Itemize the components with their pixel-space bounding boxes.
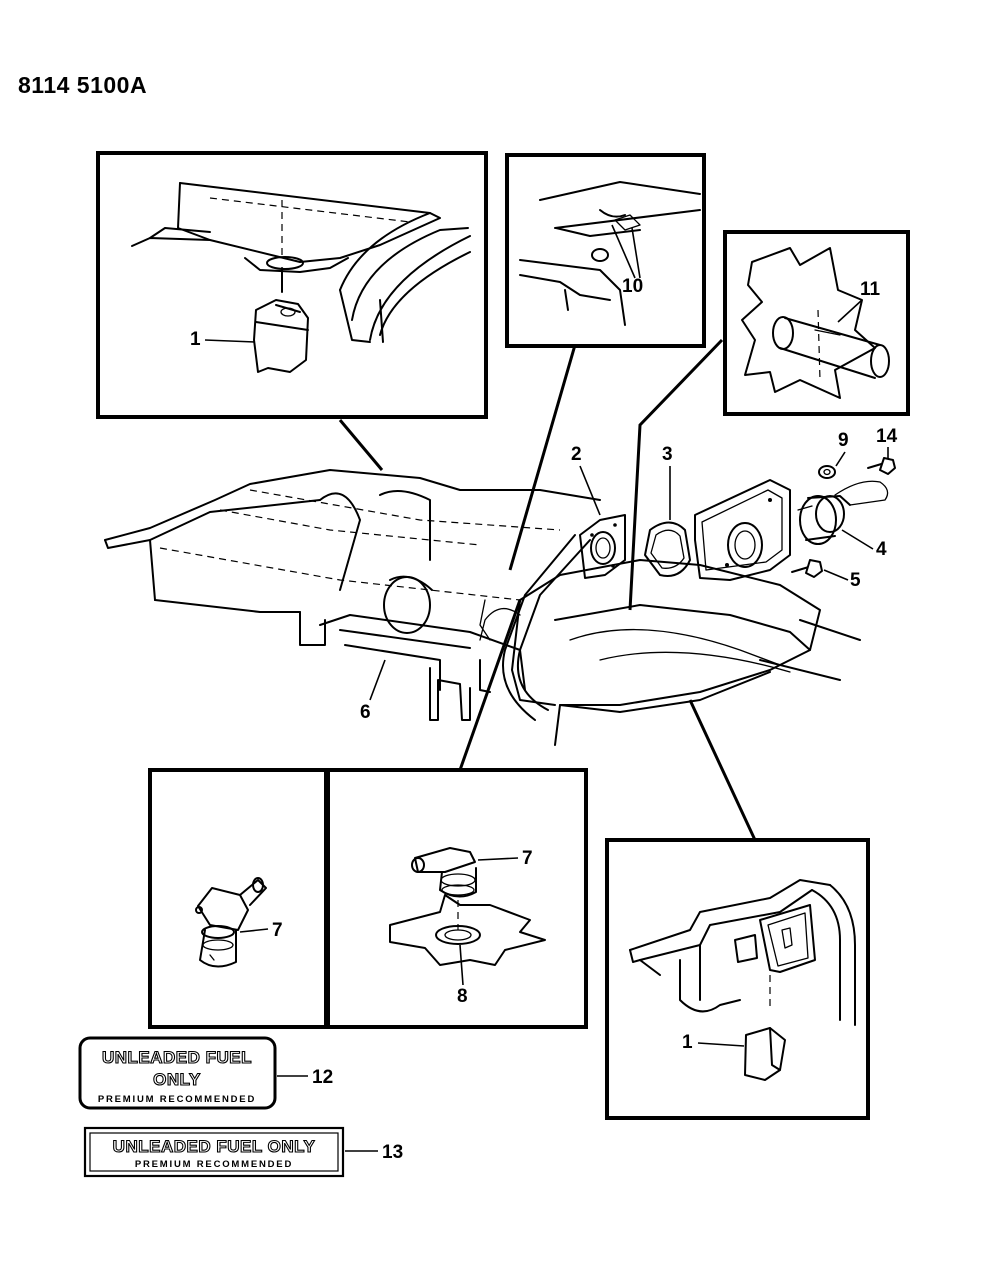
inset-top-left: 1 [96, 151, 488, 419]
main-fuel-tank-view [104, 469, 861, 746]
decal-12: UNLEADED FUEL ONLY PREMIUM RECOMMENDED 1… [78, 1036, 333, 1110]
leader-bottom-middle [458, 599, 522, 771]
leader-top-middle [508, 344, 577, 571]
callout-7-right: 7 [522, 848, 533, 869]
callout-1-bottom: 1 [682, 1032, 693, 1053]
callout-3: 3 [662, 444, 673, 465]
callout-4: 4 [876, 539, 887, 560]
inset-bottom-left-frame [148, 768, 328, 1029]
callout-7-left: 7 [272, 920, 283, 941]
decal-12-line2: ONLY [153, 1070, 201, 1089]
leader-bottom-right [688, 699, 757, 841]
callout-5: 5 [850, 570, 861, 591]
callout-1-top: 1 [190, 329, 201, 350]
leader-right [628, 338, 724, 611]
diagram-code: 8114 5100A [18, 72, 147, 98]
decal-13: UNLEADED FUEL ONLY PREMIUM RECOMMENDED 1… [83, 1126, 403, 1178]
callout-12: 12 [312, 1067, 333, 1088]
decal-13-line2: PREMIUM RECOMMENDED [135, 1159, 293, 1170]
callout-10: 10 [622, 276, 643, 297]
inset-right-frame [723, 230, 910, 416]
inset-bottom-left: 7 [148, 768, 328, 1029]
callout-6: 6 [360, 702, 371, 723]
decal-12-line3: PREMIUM RECOMMENDED [98, 1094, 256, 1105]
inset-top-middle-frame [505, 153, 706, 348]
inset-bottom-middle-frame [326, 768, 588, 1029]
callout-2: 2 [571, 444, 582, 465]
callout-14: 14 [876, 426, 898, 447]
filler-parts: 2 3 4 9 14 5 [360, 426, 898, 723]
callout-8: 8 [457, 986, 468, 1007]
decal-13-line1: UNLEADED FUEL ONLY [113, 1137, 316, 1156]
callout-13: 13 [382, 1142, 403, 1163]
inset-right: 11 [723, 230, 910, 416]
inset-bottom-middle: 7 8 [326, 768, 588, 1029]
callout-11: 11 [860, 279, 881, 300]
inset-bottom-right: 1 [605, 838, 870, 1120]
decal-12-line1: UNLEADED FUEL [102, 1048, 252, 1067]
inset-top-middle: 10 [505, 153, 706, 348]
inset-bottom-right-frame [605, 838, 870, 1120]
inset-top-left-frame [96, 151, 488, 419]
callout-9: 9 [838, 430, 849, 451]
leader-top-left [338, 419, 384, 471]
